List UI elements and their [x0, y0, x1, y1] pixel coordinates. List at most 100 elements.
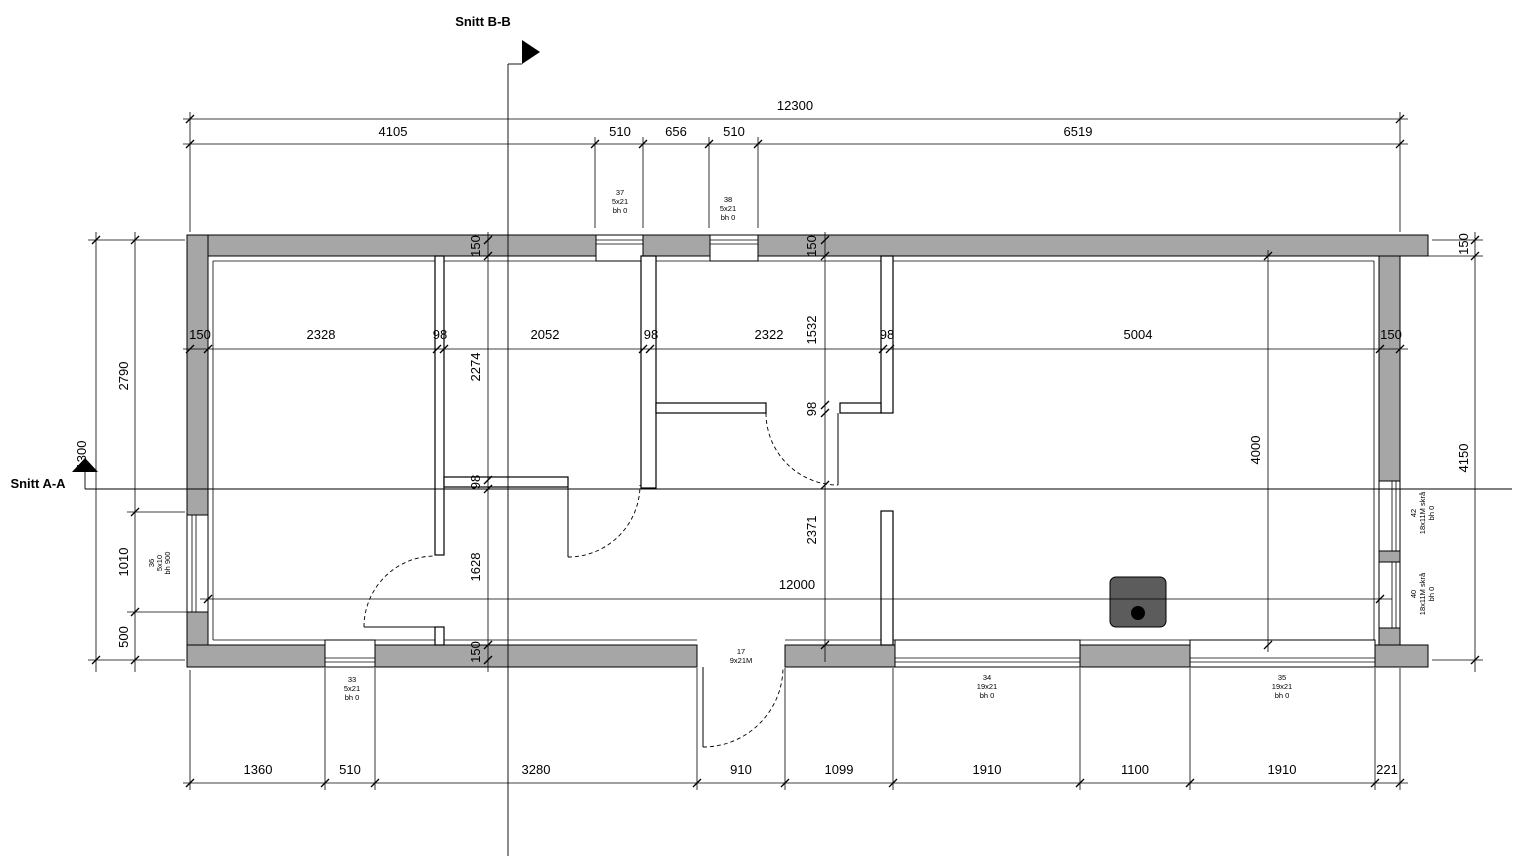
dim-tick: [820, 640, 830, 650]
dim-room-row: 2322: [755, 327, 784, 342]
dim-top-row: 510: [609, 124, 631, 139]
opening-number: 37: [616, 188, 624, 197]
dim-tick: [1395, 344, 1405, 354]
dim-top-row: 510: [723, 124, 745, 139]
window-38: [709, 234, 759, 262]
opening-number: 38: [724, 195, 732, 204]
dim-vertical-a: 1628: [468, 553, 483, 582]
dim-vertical-a: 150: [468, 235, 483, 257]
window-frame: [1378, 480, 1401, 552]
interior-wall-right-horizontal: [839, 402, 882, 414]
window-37: [595, 234, 644, 262]
opening-sill: bh 0: [1275, 691, 1290, 700]
opening-label-40: 40 18x11M skrå bh 0: [1409, 572, 1436, 615]
opening-size: 19x21: [977, 682, 997, 691]
door-17-entrance: [702, 666, 784, 748]
window-frame: [324, 639, 376, 668]
opening-size: 5x21: [720, 204, 736, 213]
dim-right: 4150: [1456, 444, 1471, 473]
dimension-labels: 12300 4105 510 656 510 6519 1300 2790 10…: [74, 98, 1471, 777]
dim-tick: [483, 655, 493, 665]
dim-left-inner: 2790: [116, 362, 131, 391]
exterior-walls: [186, 234, 1429, 668]
opening-label-34: 34 19x21 bh 0: [977, 673, 997, 700]
section-b-flag-icon: [522, 40, 540, 64]
opening-number: 40: [1409, 590, 1418, 598]
dim-bottom-row: 3280: [522, 762, 551, 777]
opening-number: 34: [983, 673, 991, 682]
interior-wall-middle: [640, 255, 657, 489]
door-swing-arc: [363, 555, 436, 628]
window-42: [1378, 480, 1401, 552]
dim-room-row: 98: [880, 327, 894, 342]
dim-top-row: 4105: [379, 124, 408, 139]
opening-size: 18x11M skrå: [1418, 491, 1427, 534]
bottom-wall-left: [186, 644, 698, 668]
dim-bottom-row: 1910: [1268, 762, 1297, 777]
opening-label-35: 35 19x21 bh 0: [1272, 673, 1292, 700]
opening-number: 35: [1278, 673, 1286, 682]
dim-left-outer: 1300: [74, 441, 89, 470]
opening-sill: bh 0: [345, 693, 360, 702]
opening-number: 17: [737, 647, 745, 656]
section-a-label: Snitt A-A: [10, 476, 66, 491]
interior-wall-right: [880, 255, 894, 414]
door-swing-arc: [567, 484, 641, 558]
doors: [363, 412, 839, 748]
opening-size: 9x21M: [730, 656, 753, 665]
dim-vertical-b: 1532: [804, 316, 819, 345]
interior-wall-stub-horizontal: [443, 476, 569, 488]
dim-tick: [638, 344, 648, 354]
dim-top-row: 656: [665, 124, 687, 139]
window-frame: [894, 639, 1081, 668]
dim-bottom-row: 1100: [1121, 762, 1149, 777]
dim-tick: [203, 594, 213, 604]
window-frame: [709, 234, 759, 262]
opening-label-37: 37 5x21 bh 0: [612, 188, 628, 215]
door-swing-arc: [765, 412, 839, 486]
dim-tick: [432, 344, 442, 354]
window-frame: [1189, 639, 1376, 668]
window-40: [1378, 561, 1401, 629]
dim-tick: [885, 344, 895, 354]
dim-tick: [820, 251, 830, 261]
window-36: [186, 514, 209, 613]
stove-flue: [1131, 606, 1145, 620]
opening-labels: 37 5x21 bh 0 38 5x21 bh 0 36 5x10 bh 900…: [147, 188, 1436, 702]
opening-size: 5x21: [612, 197, 628, 206]
dim-tick: [1263, 640, 1273, 650]
opening-number: 33: [348, 675, 356, 684]
opening-size: 18x11M skrå: [1418, 572, 1427, 615]
dim-overall-top: 12300: [777, 98, 813, 113]
opening-size: 19x21: [1272, 682, 1292, 691]
dim-tick: [1375, 594, 1385, 604]
window-35: [1189, 639, 1376, 668]
dim-tick: [820, 235, 830, 245]
dim-vertical-a: 150: [468, 641, 483, 663]
opening-sill: bh 0: [721, 213, 736, 222]
dim-tick: [483, 640, 493, 650]
dim-bottom-row: 1910: [973, 762, 1002, 777]
dim-tick: [820, 400, 830, 410]
window-frame: [595, 234, 644, 262]
dim-room-row: 150: [1380, 327, 1402, 342]
interior-walls: [434, 255, 894, 646]
windows: [186, 234, 1401, 668]
window-33: [324, 639, 376, 668]
opening-label-33: 33 5x21 bh 0: [344, 675, 360, 702]
opening-label-38: 38 5x21 bh 0: [720, 195, 736, 222]
opening-number: 42: [1409, 509, 1418, 517]
dim-tick: [483, 475, 493, 485]
window-frame: [1378, 561, 1401, 629]
opening-sill: bh 0: [1427, 506, 1436, 521]
opening-size: 5x21: [344, 684, 360, 693]
dim-room-row: 5004: [1124, 327, 1153, 342]
opening-number: 36: [147, 559, 156, 567]
door-bedroom-2: [567, 484, 641, 558]
dim-tick: [820, 408, 830, 418]
section-a-arrow-icon: [72, 458, 98, 472]
dim-bottom-row: 510: [339, 762, 361, 777]
dim-tick: [483, 235, 493, 245]
dim-tick: [185, 344, 195, 354]
